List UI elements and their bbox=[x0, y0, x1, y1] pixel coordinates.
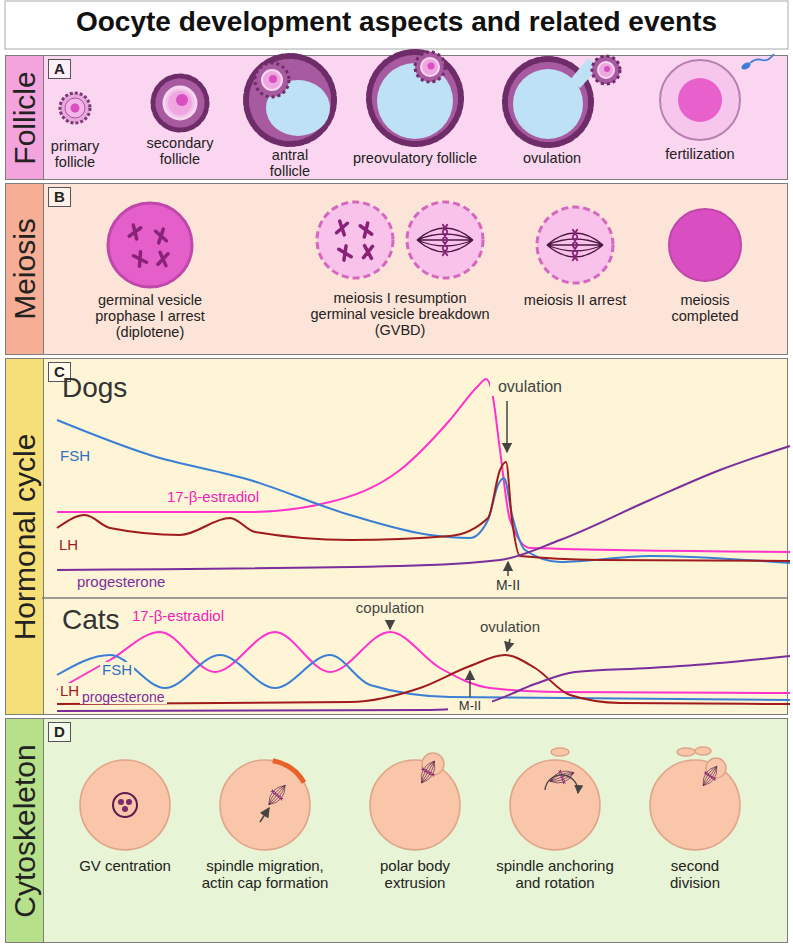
panel-letter: B bbox=[48, 187, 71, 207]
figure-title: Oocyte development aspects and related e… bbox=[0, 6, 793, 38]
panel-letter: A bbox=[48, 59, 71, 79]
stage-label: preovulatory follicle bbox=[330, 150, 500, 166]
panel-side-band: Follicle bbox=[6, 56, 44, 179]
panel-name: Follicle bbox=[9, 71, 41, 164]
chart-label: LH bbox=[57, 537, 80, 554]
chart-label: Dogs bbox=[62, 372, 127, 403]
chart-label: M-II bbox=[483, 578, 533, 594]
stage-label: ovulation bbox=[507, 150, 597, 166]
stage-label: meiosis II arrest bbox=[505, 292, 645, 308]
stage-label: GV centration bbox=[65, 858, 185, 875]
stage-label: polar body extrusion bbox=[368, 858, 463, 892]
chart-label: M-II bbox=[448, 699, 492, 712]
chart-label: ovulation bbox=[490, 378, 570, 396]
panel-letter-text: B bbox=[54, 188, 65, 205]
chart-label: progesterone bbox=[80, 690, 167, 704]
chart-label: 17-β-estradiol bbox=[165, 489, 261, 506]
stage-label: antral follicle bbox=[260, 147, 320, 179]
stage-label: spindle migration, actin cap formation bbox=[193, 858, 338, 892]
panel-letter-text: D bbox=[54, 723, 65, 740]
panel-letter-text: A bbox=[54, 60, 65, 77]
panel-letter: D bbox=[48, 722, 71, 742]
chart-label: LH bbox=[58, 683, 81, 698]
chart-label: progesterone bbox=[75, 574, 167, 591]
panel-name: Hormonal cycle bbox=[9, 433, 41, 640]
stage-label: germinal vesicle prophase I arrest (dipl… bbox=[85, 292, 215, 341]
stage-label: spindle anchoring and rotation bbox=[488, 858, 623, 892]
chart-label: copulation bbox=[345, 600, 435, 617]
stage-label: fertilization bbox=[645, 146, 755, 162]
chart-label: FSH bbox=[100, 662, 134, 679]
figure-panel: Cytoskeleton D bbox=[5, 718, 788, 943]
chart-label: ovulation bbox=[470, 619, 550, 636]
stage-label: second division bbox=[653, 858, 738, 892]
chart-label: FSH bbox=[58, 448, 92, 465]
stage-label: meiosis I resumption germinal vesicle br… bbox=[307, 290, 493, 339]
panel-name: Meiosis bbox=[9, 218, 41, 320]
panel-side-band: Cytoskeleton bbox=[6, 719, 44, 942]
panel-side-band: Hormonal cycle bbox=[6, 359, 44, 714]
stage-label: secondary follicle bbox=[140, 135, 220, 167]
panel-side-band: Meiosis bbox=[6, 184, 44, 354]
panel-name: Cytoskeleton bbox=[9, 744, 41, 917]
chart-label: 17-β-estradiol bbox=[130, 608, 226, 625]
chart-label: Cats bbox=[62, 604, 120, 635]
stage-label: meiosis completed bbox=[660, 292, 750, 324]
stage-label: primary follicle bbox=[40, 138, 110, 170]
